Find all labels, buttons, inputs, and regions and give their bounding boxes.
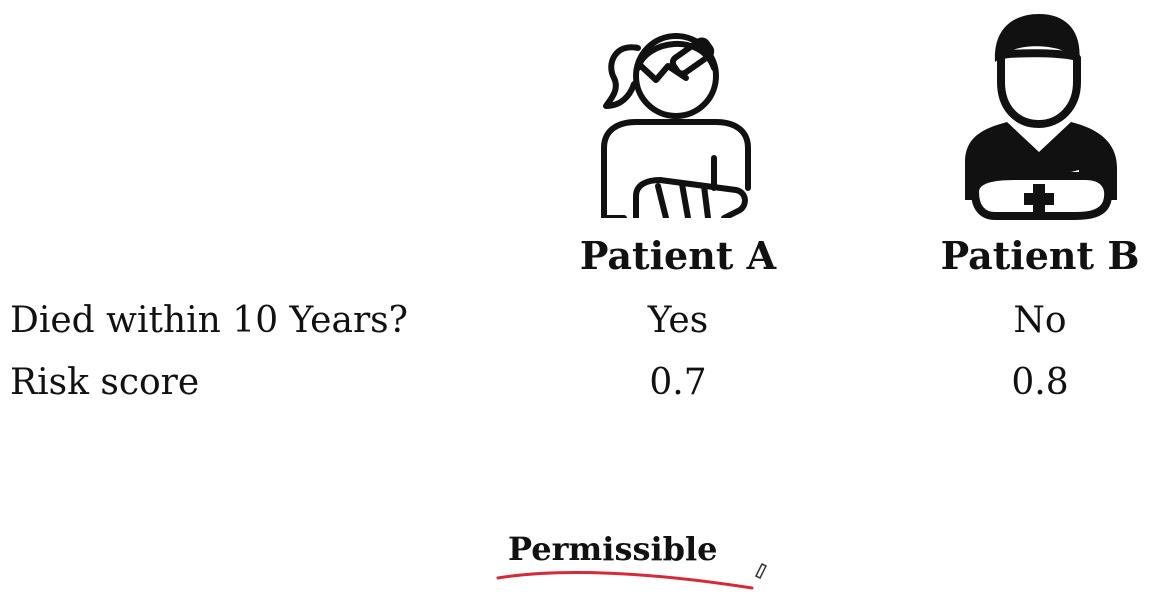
- cell-died-patient-a: Yes: [647, 300, 709, 341]
- verdict-label: Permissible: [508, 530, 718, 568]
- cell-risk-patient-a: 0.7: [649, 362, 707, 403]
- patient-b-icon: [965, 14, 1117, 220]
- cell-died-patient-b: No: [1013, 300, 1067, 341]
- column-header-patient-b: Patient B: [940, 233, 1140, 278]
- row-label-risk-score: Risk score: [10, 362, 200, 403]
- row-label-died: Died within 10 Years?: [10, 300, 408, 341]
- cell-risk-patient-b: 0.8: [1011, 362, 1069, 403]
- column-header-patient-a: Patient A: [579, 233, 777, 278]
- handwritten-underline: [496, 562, 768, 590]
- pen-cursor-icon: [754, 562, 768, 580]
- patient-a-icon: [601, 33, 751, 218]
